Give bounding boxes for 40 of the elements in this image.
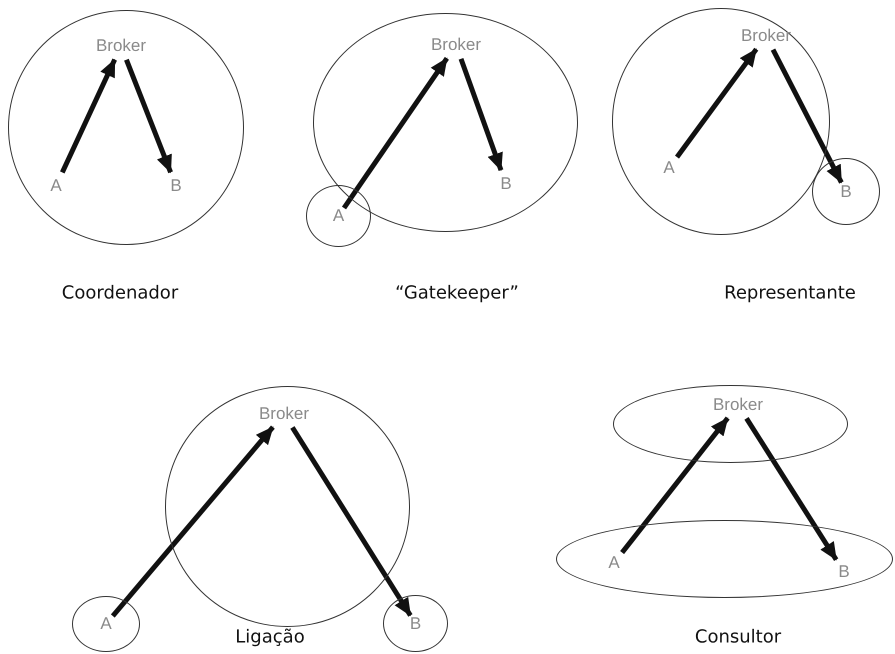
circle-node bbox=[812, 158, 880, 225]
node-text: Broker bbox=[712, 395, 764, 415]
arrow bbox=[458, 58, 504, 172]
node-text: B bbox=[410, 614, 422, 634]
ellipse bbox=[556, 520, 893, 598]
node-text: B bbox=[840, 182, 852, 202]
ellipse bbox=[613, 385, 848, 463]
circle-node bbox=[306, 185, 371, 247]
node-text: A bbox=[100, 614, 112, 634]
ellipse bbox=[8, 10, 244, 245]
caption: Representante bbox=[724, 282, 856, 304]
node-text: B bbox=[838, 562, 850, 582]
arrow bbox=[770, 48, 844, 184]
caption: Consultor bbox=[694, 626, 782, 648]
node-text: B bbox=[170, 176, 182, 196]
node-text: A bbox=[663, 158, 675, 178]
arrow bbox=[620, 416, 730, 554]
node-text: Broker bbox=[258, 404, 310, 424]
arrow bbox=[674, 48, 758, 159]
node-text: A bbox=[332, 206, 344, 226]
node-text: B bbox=[500, 174, 512, 194]
node-text: A bbox=[50, 176, 62, 196]
node-text: Broker bbox=[430, 35, 482, 55]
caption: Ligação bbox=[235, 626, 305, 648]
ellipse bbox=[612, 8, 830, 235]
arrow bbox=[110, 425, 275, 618]
ellipse bbox=[313, 13, 578, 232]
arrow bbox=[744, 417, 838, 562]
arrow bbox=[124, 58, 173, 174]
arrow bbox=[60, 58, 117, 174]
ellipse bbox=[165, 386, 410, 627]
caption: Coordenador bbox=[62, 282, 178, 304]
arrow bbox=[290, 426, 413, 617]
node-text: Broker bbox=[96, 36, 146, 56]
node-text: Broker bbox=[740, 26, 792, 46]
node-text: A bbox=[608, 553, 620, 573]
circle-node bbox=[72, 596, 140, 652]
arrow bbox=[342, 56, 449, 210]
caption: “Gatekeeper” bbox=[395, 282, 519, 304]
circle-node bbox=[383, 595, 448, 652]
